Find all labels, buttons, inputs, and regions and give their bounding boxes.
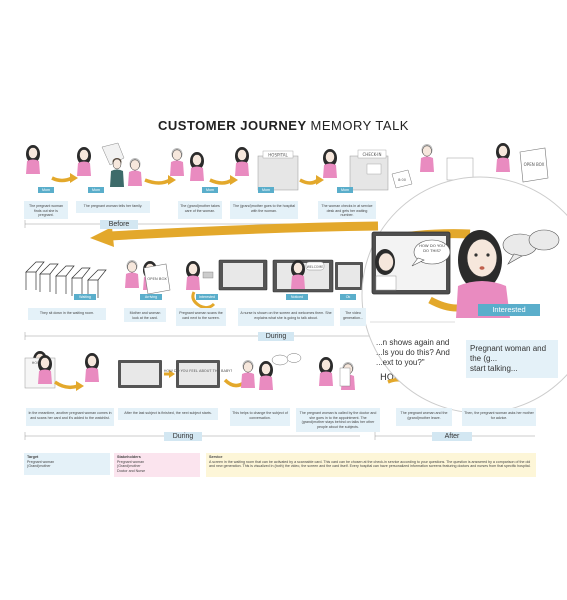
- legend-stakeholders-line-2: (Grand)mother: [117, 464, 141, 468]
- phase-after: After: [432, 432, 472, 441]
- caption-r1-4: The (grand)mother goes to the hospital w…: [230, 201, 298, 219]
- waiting-number-note: 8:00: [398, 178, 406, 182]
- screen-question: HOW DO YOU FEEL ABOUT THE BABY?: [164, 369, 233, 373]
- legend-service: Service A screen in the waiting room tha…: [206, 453, 536, 477]
- tag-r2-3: Interested: [196, 294, 218, 300]
- title-light: MEMORY TALK: [310, 118, 409, 133]
- caption-r3-6: Then, the pregnant woman asks her mother…: [462, 408, 536, 426]
- welcome-bubble: WELCOME: [307, 265, 323, 269]
- caption-r1-5: The woman checks in at service desk and …: [318, 201, 376, 219]
- caption-r2-1: They sit down in the waiting room.: [28, 308, 106, 320]
- caption-r1-1: The pregnant woman finds out she is preg…: [24, 201, 68, 219]
- legend-target-line-1: Pregnant woman: [27, 459, 55, 464]
- phase-during-2: During: [164, 432, 202, 441]
- phase-before: Before: [100, 220, 138, 229]
- home-sign: HOME: [380, 373, 408, 383]
- tag-r2-4: Noticed: [286, 294, 308, 300]
- tag-r1-4: Mom: [258, 187, 274, 193]
- legend-stakeholders-heading: Stakeholders: [117, 455, 141, 459]
- caption-r2-3: Pregnant woman scans the card next to th…: [176, 308, 226, 326]
- zoom-text-right: Pregnant woman and the (g... start talki…: [466, 340, 558, 378]
- caption-r1-3: The (grand)mother takes care of the woma…: [178, 201, 222, 219]
- open-box-card-2: OPEN BOX: [147, 276, 167, 281]
- zoom-interested-tag: Interested: [478, 304, 540, 316]
- tag-r1-3: Mom: [202, 187, 218, 193]
- tag-r1-5: Mom: [337, 187, 353, 193]
- hospital-sign: HOSPITAL: [268, 153, 288, 158]
- legend-service-body: A screen in the waiting room that can be…: [209, 459, 531, 469]
- caption-r3-4: The pregnant woman is called by the doct…: [296, 408, 380, 432]
- checkin-sign: CHECK-IN: [363, 152, 382, 157]
- caption-r3-5: The pregnant woman and the (grand)mother…: [396, 408, 452, 426]
- tag-r2-5: Ok: [340, 294, 356, 300]
- legend-stakeholders: Stakeholders Pregnant woman (Grand)mothe…: [114, 453, 200, 477]
- caption-r2-5: The video generation...: [340, 308, 366, 326]
- tag-r2-2: Arriving: [140, 294, 162, 300]
- caption-r2-4: A nurse is shown on the screen and welco…: [238, 308, 334, 326]
- tag-r1-1: Mom: [38, 187, 54, 193]
- legend-target-line-2: (Grand)mother: [27, 464, 51, 468]
- tag-r2-1: Waiting: [74, 294, 96, 300]
- zoom-speech-bubble: HOW DO YOU DO THIS?: [419, 243, 445, 253]
- page-title: CUSTOMER JOURNEY MEMORY TALK: [0, 118, 567, 133]
- legend-stakeholders-line-3: Doctor and Nurse: [117, 468, 146, 473]
- open-box-card: OPEN BOX: [524, 162, 545, 167]
- title-bold: CUSTOMER JOURNEY: [158, 118, 307, 133]
- caption-r3-1: In the meantime, another pregnant woman …: [26, 408, 114, 426]
- legend-target-heading: Target: [27, 455, 39, 459]
- tag-r1-2: Mom: [88, 187, 104, 193]
- legend-service-heading: Service: [209, 455, 223, 459]
- caption-r2-2: Mother and woman look at the card.: [124, 308, 166, 322]
- caption-r3-3: This helps to change the subject of conv…: [230, 408, 290, 426]
- legend-stakeholders-line-1: Pregnant woman: [117, 459, 145, 464]
- legend-target: Target Pregnant woman (Grand)mother: [24, 453, 110, 475]
- phase-during-1: During: [258, 332, 294, 341]
- caption-r1-2: The pregnant woman tells her family.: [76, 201, 150, 213]
- zoom-text-left: ...n shows again and ...ls you do this? …: [376, 338, 450, 367]
- caption-r3-2: After the last subject is finished, the …: [118, 408, 218, 420]
